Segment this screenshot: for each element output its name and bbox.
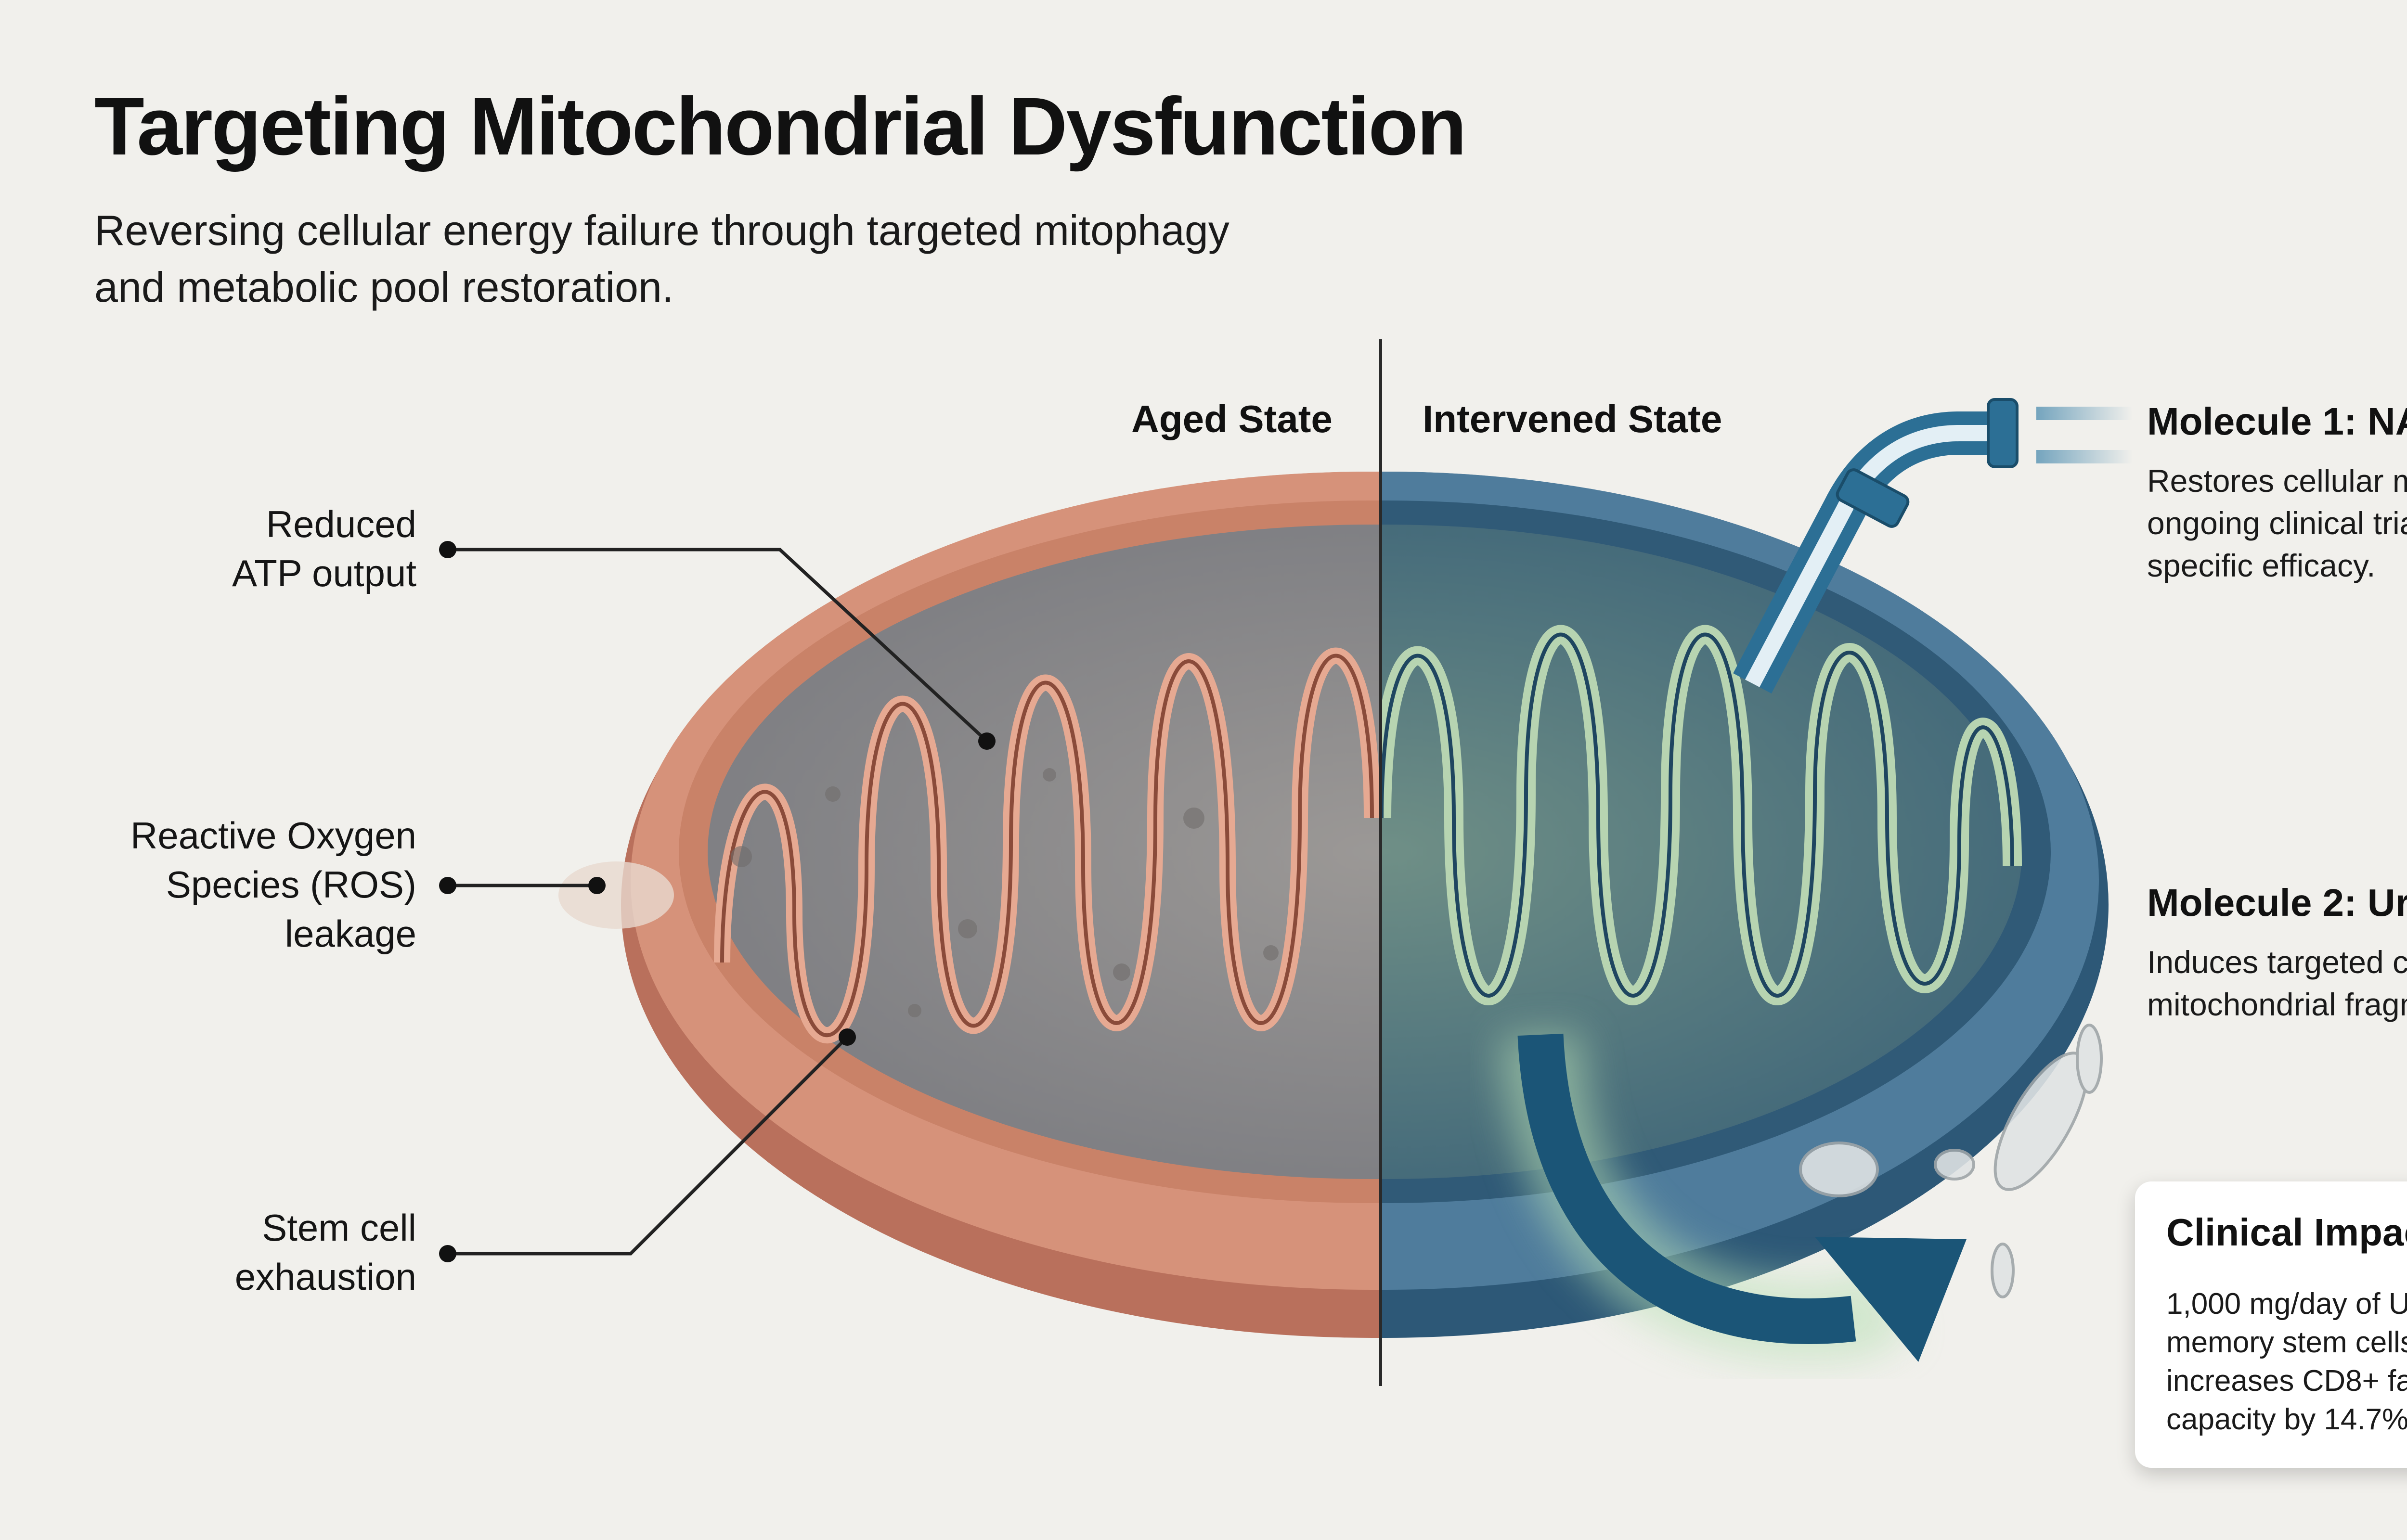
molecule-2-description: Induces targeted clearance of dead mitoc… [2147,944,2407,1022]
symptom-ros-leakage: Reactive Oxygen Species (ROS) leakage [130,814,416,955]
page-subtitle: Reversing cellular energy failure throug… [94,206,1229,311]
clinical-impact-card: Clinical Impact 1,000 mg/day of Urolithi… [2135,1181,2407,1468]
mitochondrial-fragments [1799,1024,2103,1298]
clinical-impact-body: 1,000 mg/day of Urolithin A expands T me… [2166,1287,2407,1436]
molecule-1-title: Molecule 1: NAD+ Precursors [2147,400,2407,443]
page-title: Targeting Mitochondrial Dysfunction [94,81,1467,172]
nad-injection-tube-icon [1733,398,2133,694]
aged-mitochondrion [558,472,1381,1338]
mitophagy-arrow-icon [1500,1033,1967,1362]
symptom-stem-cell-exhaustion: Stem cell exhaustion [234,1206,416,1298]
callout-dots [439,541,996,1262]
symptom-reduced-atp: Reduced ATP output [232,503,416,594]
callout-lines [448,548,988,1256]
molecule-2-title: Molecule 2: Urolithin A [2147,881,2407,924]
molecule-1-description: Restores cellular metabolic pools; ongoi… [2147,463,2407,583]
intervened-state-label: Intervened State [1423,398,1722,440]
aged-state-label: Aged State [1131,398,1333,440]
clinical-impact-title: Clinical Impact [2166,1211,2407,1254]
